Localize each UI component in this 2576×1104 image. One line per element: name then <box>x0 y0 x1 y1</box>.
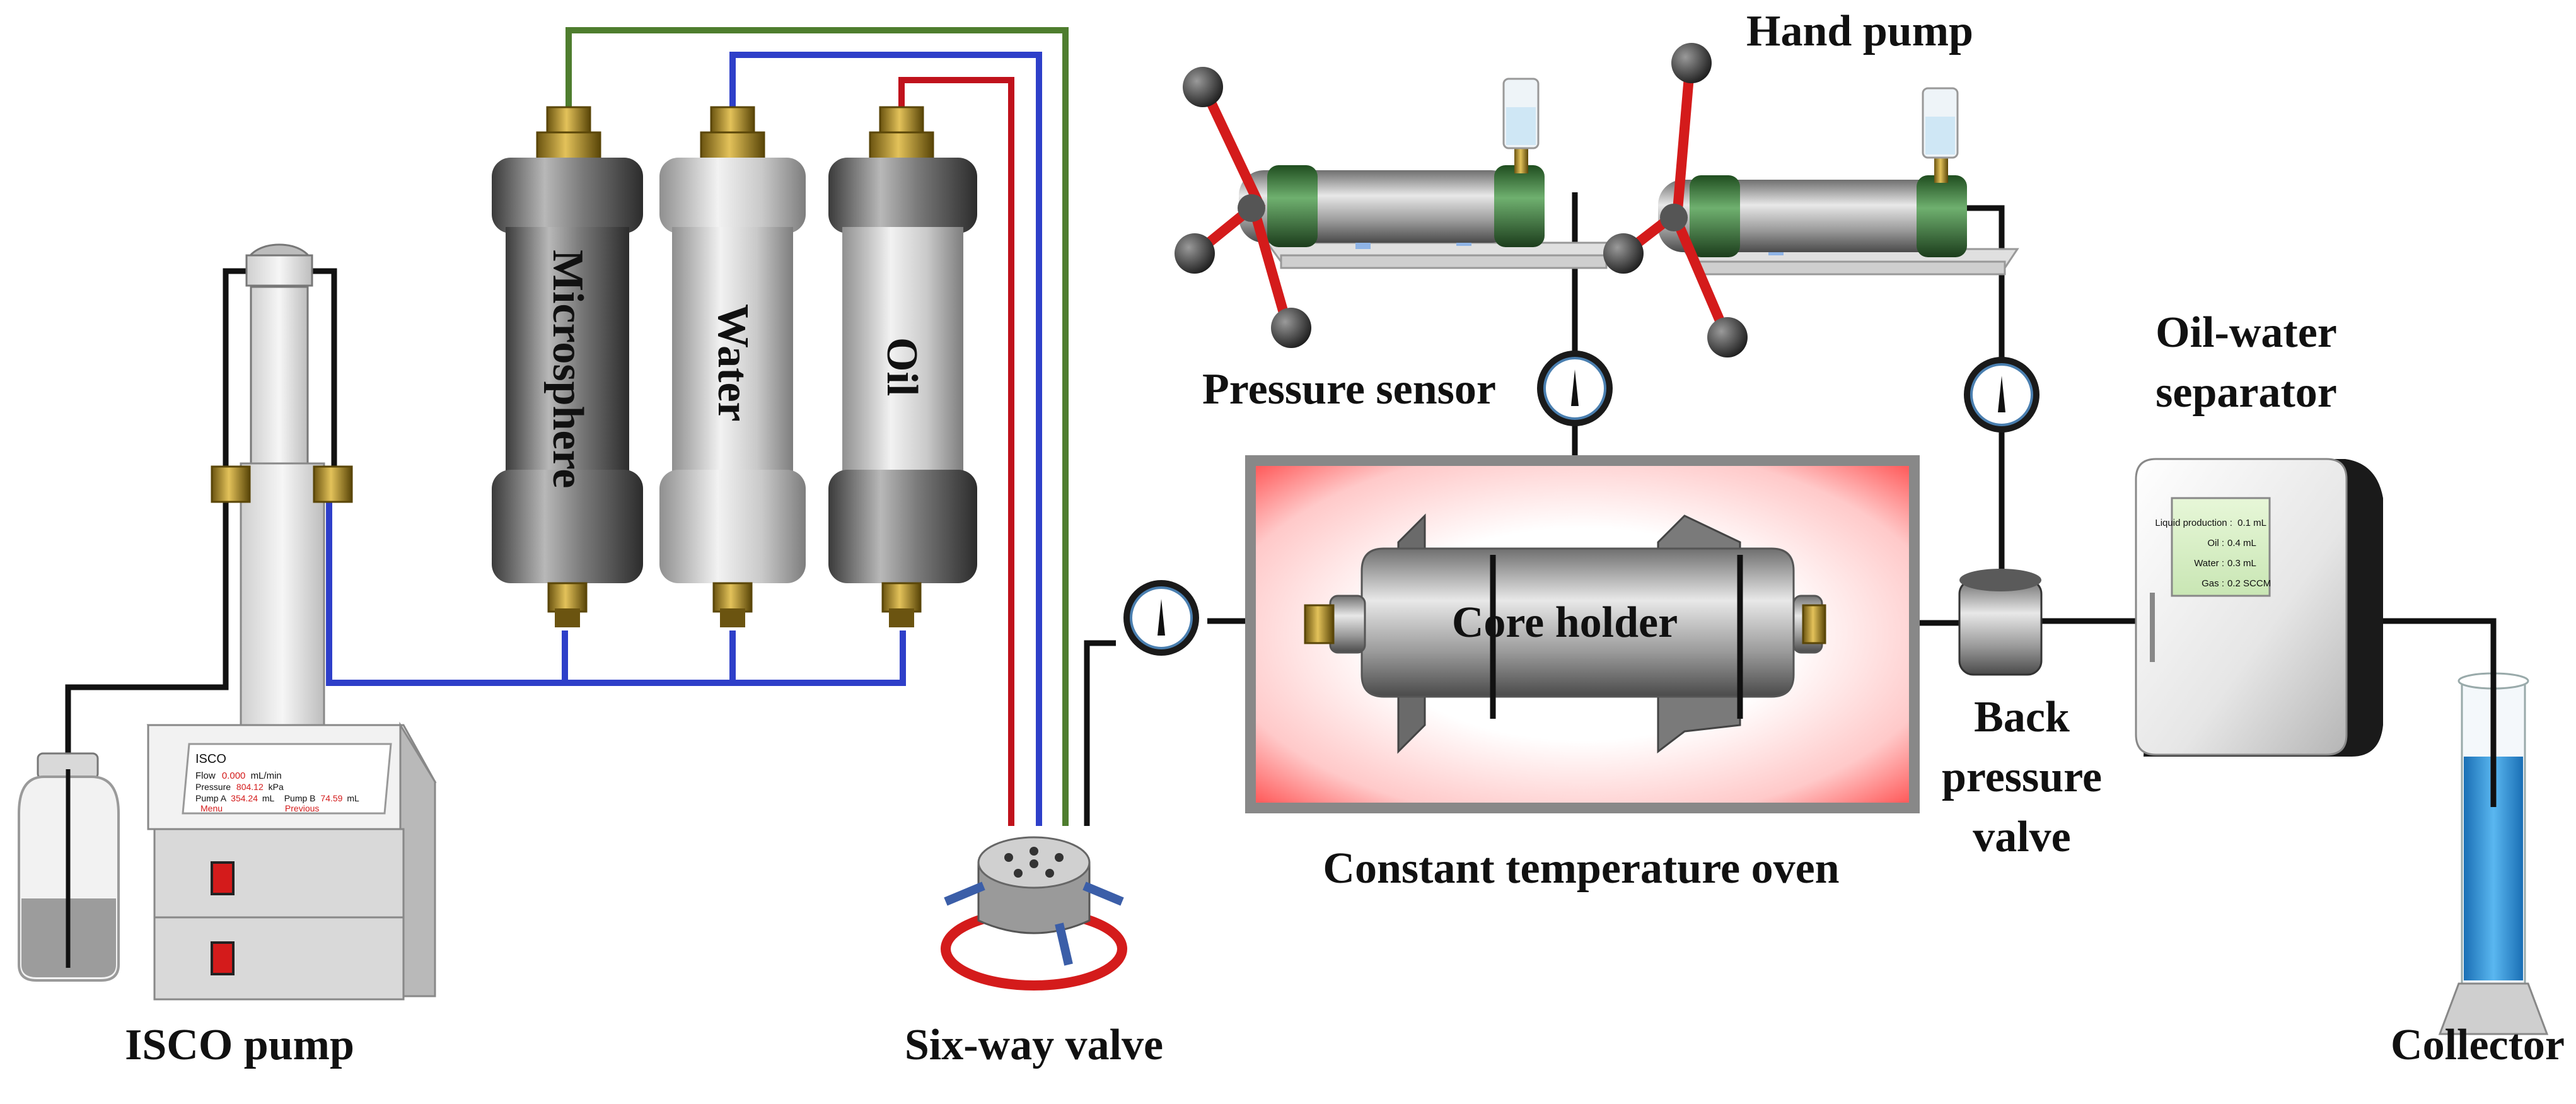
component-labels: ISCO pump Six-way valve Pressure sensor … <box>125 7 2565 1069</box>
microsphere-label: Microsphere <box>543 250 592 488</box>
pressure-sensor-label: Pressure sensor <box>1202 365 1496 414</box>
isco-pump: ISCO Flow 0.000 mL/min Pressure 804.12 k… <box>18 243 437 1001</box>
back-pressure-valve-label-3: valve <box>1973 813 2071 861</box>
oil-cylinder: Oil <box>828 106 977 627</box>
back-pressure-gauge <box>1964 357 2039 433</box>
microsphere-line <box>566 27 1069 826</box>
svg-text:0.2 SCCM: 0.2 SCCM <box>2227 578 2271 589</box>
svg-text:0.3 mL: 0.3 mL <box>2227 558 2256 569</box>
svg-text:Oil :: Oil : <box>2207 538 2224 549</box>
svg-text:Water :: Water : <box>2194 558 2224 569</box>
power-switch-1 <box>211 861 235 895</box>
svg-text:Liquid production : 0.: Liquid production : 0.1 mL <box>2155 518 2266 528</box>
svg-text:0.4 mL: 0.4 mL <box>2227 538 2256 549</box>
pressure-sensor-gauge <box>1537 351 1613 426</box>
back-pressure-valve-label-2: pressure <box>1942 753 2102 801</box>
collector-label: Collector <box>2391 1021 2565 1069</box>
svg-text:Flow 0.000 mL/: Flow 0.000 mL/min <box>195 770 282 781</box>
back-pressure-valve <box>1958 569 2043 676</box>
oil-water-separator-label-2: separator <box>2155 368 2337 417</box>
pump-rod <box>250 286 309 465</box>
separator-display: Liquid production : 0.1 mL Oil : 0.4 mL … <box>2155 497 2271 597</box>
pipe-bottle-to-pump <box>65 476 229 769</box>
hand-pump-left <box>1175 67 1622 348</box>
water-cylinder: Water <box>659 106 806 627</box>
isco-display: ISCO Flow 0.000 mL/min Pressure 804.12 k… <box>182 743 392 815</box>
fluid-lines <box>326 27 1069 826</box>
isco-pump-label: ISCO pump <box>125 1021 354 1069</box>
core-holder-label: Core holder <box>1452 598 1678 647</box>
hand-pump-label: Hand pump <box>1746 7 1973 55</box>
pipe-bpv-to-handpump <box>1957 205 2005 571</box>
oil-label: Oil <box>878 337 926 396</box>
isco-to-cylinders-line <box>326 495 906 686</box>
water-line <box>729 52 1042 826</box>
oil-water-separator-label-1: Oil-water <box>2155 308 2337 357</box>
oil-water-separator: Liquid production : 0.1 mL Oil : 0.4 mL … <box>2135 458 2383 757</box>
core-holder: Core holder <box>1304 513 1826 754</box>
svg-text:Menu Previous: Menu Previous <box>200 803 319 813</box>
inlet-pressure-gauge <box>1123 580 1199 656</box>
six-way-valve-label: Six-way valve <box>905 1021 1163 1069</box>
microsphere-cylinder: Microsphere <box>492 106 643 627</box>
svg-text:Pressure 804.12: Pressure 804.12 kPa <box>195 782 284 792</box>
water-label: Water <box>709 304 757 422</box>
oven-label: Constant temperature oven <box>1323 844 1839 893</box>
oil-line <box>898 77 1014 826</box>
supply-bottle <box>18 752 120 982</box>
svg-text:Gas :: Gas : <box>2202 578 2224 589</box>
back-pressure-valve-label-1: Back <box>1974 693 2070 741</box>
pipe-pump-top-loop <box>223 268 337 479</box>
isco-brand: ISCO <box>195 752 226 766</box>
collector-cylinder <box>2438 621 2549 1035</box>
pipe-valve-to-gauge <box>1084 640 1116 826</box>
svg-text:Pump A 354.24: Pump A 354.24 mL Pump B 74.59 mL <box>195 793 359 803</box>
hand-pump-right <box>1603 43 2019 357</box>
six-way-valve <box>941 836 1127 991</box>
power-switch-2 <box>211 941 235 975</box>
